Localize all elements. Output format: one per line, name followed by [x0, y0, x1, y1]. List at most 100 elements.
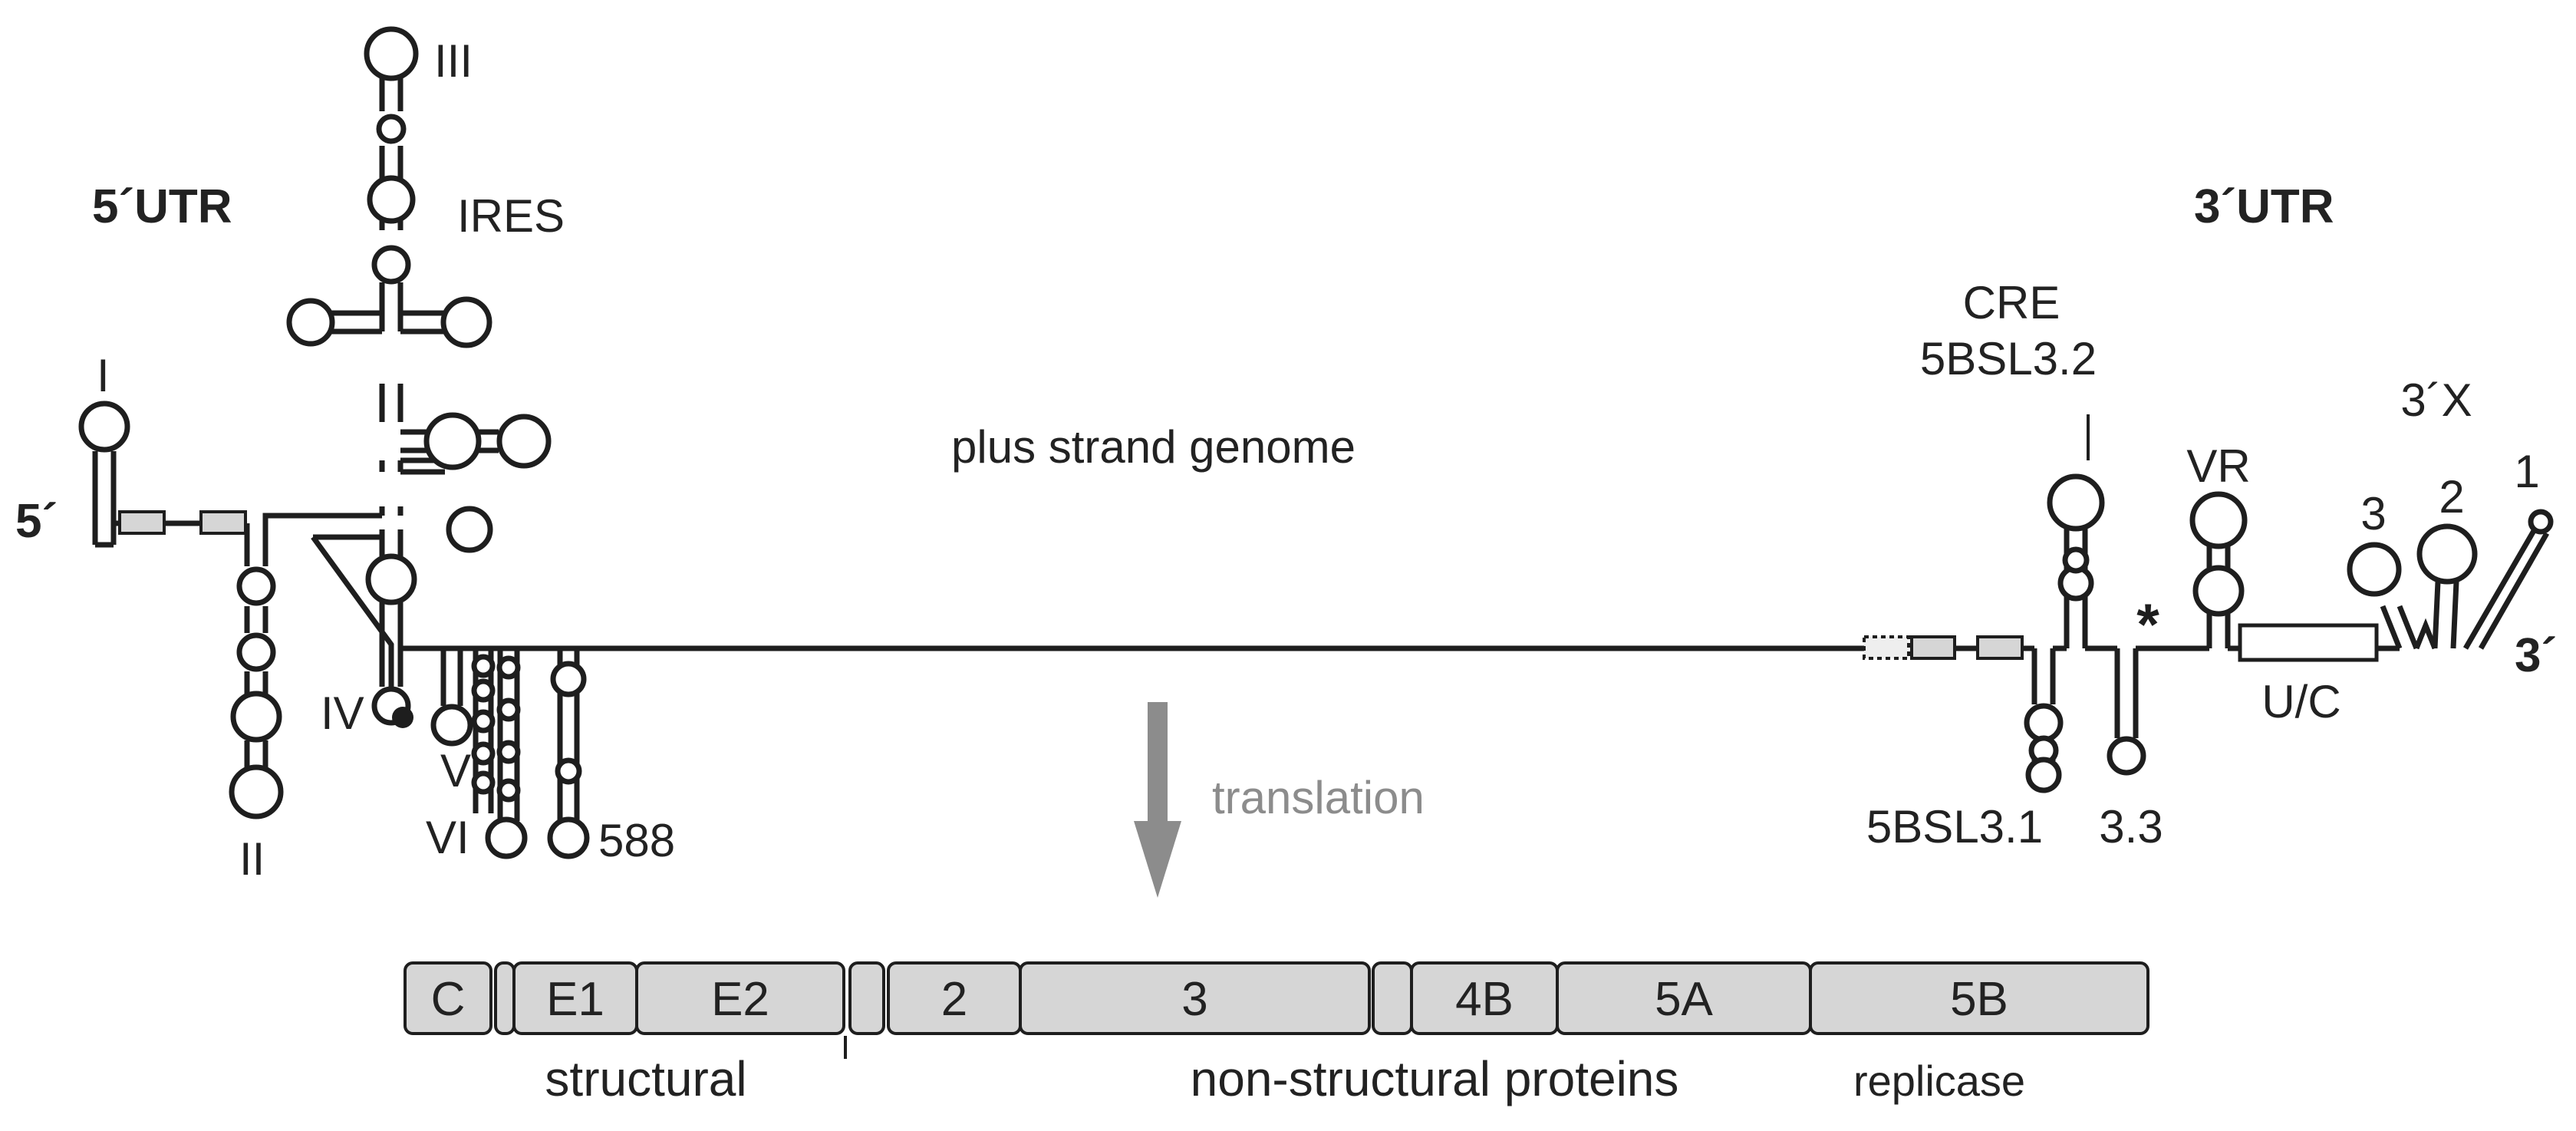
utr3-box-dotted	[1863, 635, 1910, 660]
five-prime-end-label: 5´	[15, 495, 58, 548]
stem-loop-i-label: I	[97, 350, 110, 401]
utr3-label: 3´UTR	[2194, 180, 2334, 233]
protein-segment-label: E1	[546, 973, 604, 1026]
stem-loop-v-bulge-4	[471, 741, 496, 766]
protein-segment-label: E2	[711, 973, 769, 1026]
stem-loop-ii-bulge-3	[230, 691, 282, 743]
x3-sl1-label: 1	[2514, 446, 2539, 497]
stem-loop-x3-1-loop	[2528, 509, 2554, 535]
pseudoknot	[311, 534, 394, 687]
protein-segment-label: 3	[1181, 973, 1207, 1026]
protein-segment-label: C	[431, 973, 466, 1026]
protein-segment	[1809, 961, 2149, 1035]
protein-segment	[848, 961, 885, 1035]
x3-sl2-label: 2	[2439, 471, 2464, 523]
vr-label: VR	[2186, 440, 2250, 492]
stem-loop-iii-bulge-1	[365, 553, 417, 605]
replicase-label: replicase	[1853, 1057, 2025, 1105]
stem-loop-iii-bulge-2	[371, 245, 411, 285]
stem-loop-iii-stem	[379, 73, 404, 556]
stem-loop-vr-upper	[2206, 546, 2231, 568]
stem-loop-5bsl31-stem	[2031, 648, 2056, 761]
stem-loop-ii-bulge-2	[236, 632, 276, 672]
stem-loop-vi-bulge-1	[496, 655, 521, 680]
stem-loop-x3-3-stem	[2380, 605, 2420, 650]
stem-loop-vr-stem	[2206, 614, 2231, 648]
stem-loop-ii-bulge-1	[236, 566, 276, 606]
stem-loop-588-label: 588	[598, 815, 675, 866]
stem-loop-vi-bulge-2	[496, 697, 521, 722]
stem-loop-iii-label: III	[434, 35, 473, 87]
stem-loop-vr-bulge	[2192, 565, 2245, 617]
stem-loop-v-left-loop	[430, 704, 473, 747]
stem-loop-v-bulge-3	[471, 709, 496, 734]
iii-base-junction	[262, 513, 382, 523]
stem-loop-588-bulge-1	[550, 661, 587, 697]
three-prime-utr	[1863, 414, 2554, 793]
nonstructural-label: non-structural proteins	[1191, 1051, 1679, 1106]
stem-loop-5bsl31-bulge	[2024, 703, 2064, 743]
utr3-box-2	[1976, 635, 2024, 660]
stem-loop-iiib-arm-2	[477, 429, 499, 453]
uc-tract-box	[2238, 623, 2379, 662]
protein-segment	[494, 961, 516, 1035]
stem-loop-i-loop	[78, 401, 130, 453]
stem-loop-ii-label: II	[239, 833, 265, 885]
x3-label: 3´X	[2400, 374, 2472, 426]
protein-segment	[635, 961, 845, 1035]
protein-segment	[404, 961, 492, 1035]
protein-segment-label: 2	[941, 973, 967, 1026]
stem-loop-iiib-loop	[496, 414, 552, 469]
stem-loop-33-loop	[2107, 736, 2146, 776]
stem-loop-vi-bulge-3	[496, 740, 521, 764]
three-prime-end-label: 3´	[2515, 629, 2557, 682]
stem-loop-i-stem	[92, 451, 117, 545]
stem-loop-vi-label: VI	[426, 812, 469, 863]
stem-loop-x3-junction	[2413, 618, 2438, 650]
stem-loop-iiic-arm	[331, 310, 443, 335]
stem-loop-x3-3-loop	[2347, 542, 2402, 597]
utr5-box-1	[118, 510, 166, 535]
ires-label: IRES	[457, 190, 565, 242]
stem-loop-iii-bulge-4	[376, 114, 407, 144]
asterisk-label: *	[2136, 592, 2159, 658]
translation-label: translation	[1212, 772, 1425, 823]
labels: 5´UTR 3´UTR 5´ 3´ IRES I II III IV V VI …	[15, 35, 2557, 1106]
cre-label: CRE	[1963, 277, 2060, 328]
stem-loop-x3-2-stem	[2432, 581, 2459, 649]
stem-loop-iiib-arm	[400, 429, 430, 453]
stem-loop-ii-loop	[229, 764, 284, 819]
stem-loop-ii-stem	[244, 523, 268, 767]
stem-loop-33-stem	[2114, 648, 2139, 738]
stem-loop-5bsl32-label: 5BSL3.2	[1920, 333, 2097, 384]
stem-loop-iiib-bulge	[423, 412, 482, 470]
stem-loop-x3-1-stem	[2462, 528, 2550, 650]
stem-loop-5bsl31-loop	[2025, 757, 2062, 793]
stem-loop-vr-loop	[2189, 491, 2248, 549]
stem-loop-iiid-loop	[286, 298, 335, 347]
structural-label: structural	[545, 1051, 746, 1106]
utr5-box-2	[199, 510, 247, 535]
translation-arrow-shaft	[1148, 702, 1168, 825]
stem-loop-iv-label: IV	[321, 688, 364, 739]
stem-loop-588-loop	[547, 816, 590, 859]
stem-loop-v-bulge-5	[471, 770, 496, 795]
protein-segment	[1019, 961, 1371, 1035]
stem-loop-588-bulge-2	[555, 757, 582, 785]
protein-segment-label: 5B	[1950, 973, 2008, 1026]
x3-sl3-label: 3	[2360, 488, 2386, 539]
stem-loop-v-bulge-1	[471, 654, 496, 678]
start-codon-dot	[392, 707, 413, 728]
genome-label: plus strand genome	[951, 421, 1356, 473]
stem-loop-5bsl32-loop	[2047, 473, 2105, 532]
uc-label: U/C	[2261, 676, 2340, 727]
stem-loop-x3-2-loop	[2416, 523, 2478, 585]
stem-loop-33-label: 3.3	[2099, 801, 2163, 852]
stem-loop-iiia-loop	[446, 506, 493, 553]
stem-loop-v-label: V	[440, 745, 471, 796]
utr5-label: 5´UTR	[92, 180, 232, 233]
utr3-box-1	[1910, 635, 1956, 660]
stem-loop-iii-bulge-3	[367, 175, 416, 224]
